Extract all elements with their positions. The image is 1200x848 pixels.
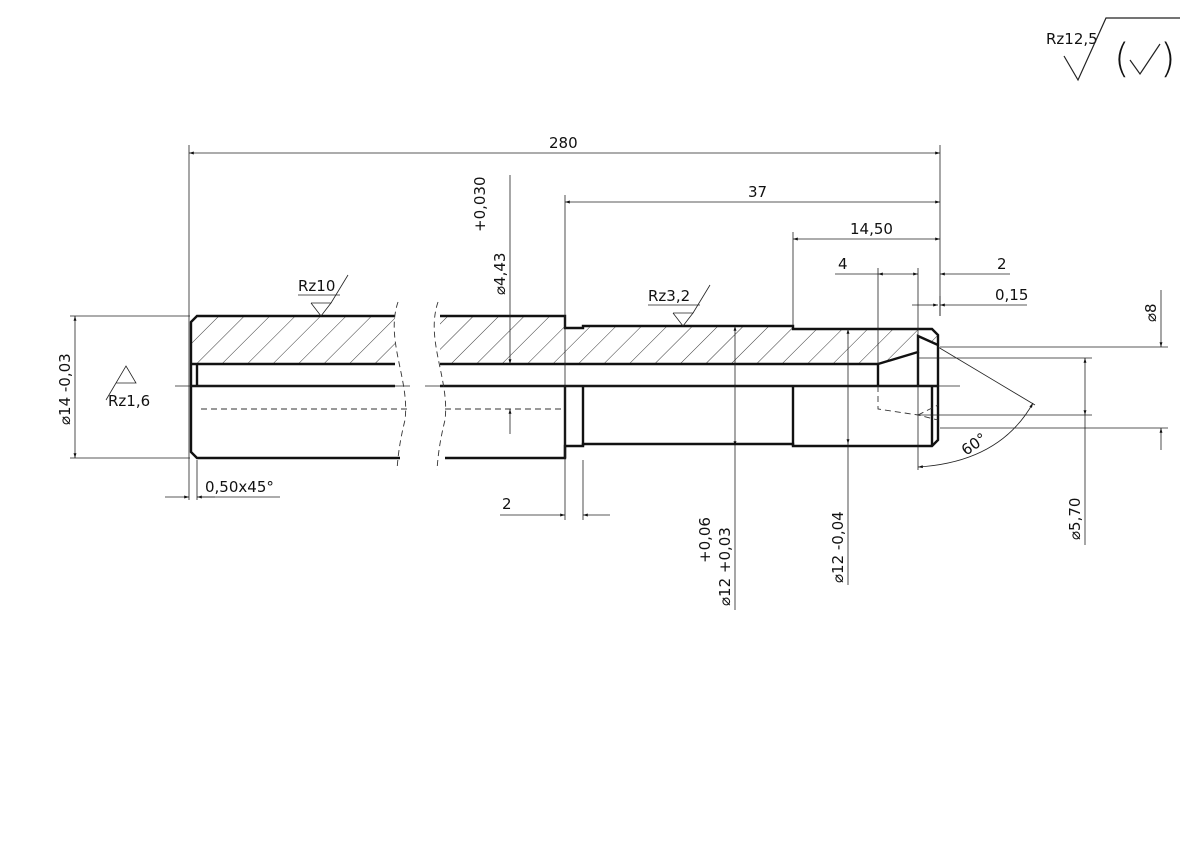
dimension-lines xyxy=(73,151,1163,610)
dim-dia-12-a: ⌀12 +0,03 xyxy=(716,527,734,606)
rz10-label: Rz10 xyxy=(298,277,335,295)
dim-groove-2: 2 xyxy=(502,495,512,513)
dim-2-right: 2 xyxy=(997,255,1007,273)
dim-chamfer: 0,50x45° xyxy=(205,478,274,496)
roughness-rz3-2: Rz3,2 xyxy=(648,284,711,327)
dim-dia-12-b: ⌀12 -0,04 xyxy=(829,511,847,583)
rz3-2-label: Rz3,2 xyxy=(648,287,690,305)
dim-dia-4-43-tol: +0,030 xyxy=(471,176,489,232)
dim-37: 37 xyxy=(748,183,767,201)
dim-0-15: 0,15 xyxy=(995,286,1028,304)
dim-angle-60: 60° xyxy=(958,429,990,459)
paren-open: ( xyxy=(1114,36,1130,82)
dim-dia-14: ⌀14 -0,03 xyxy=(56,353,74,425)
rz1-6-label: Rz1,6 xyxy=(108,392,150,410)
dim-dia-5-70: ⌀5,70 xyxy=(1066,498,1084,540)
dim-4: 4 xyxy=(838,255,848,273)
roughness-rz10: Rz10 xyxy=(298,274,349,317)
dim-dia-8: ⌀8 xyxy=(1142,303,1160,322)
general-roughness-symbol: Rz12,5 ( ) xyxy=(1046,17,1180,82)
dim-280: 280 xyxy=(549,134,578,152)
roughness-rz1-6: Rz1,6 xyxy=(105,365,150,410)
roughness-general-label: Rz12,5 xyxy=(1046,30,1098,48)
dim-dia-4-43: ⌀4,43 xyxy=(491,253,509,295)
paren-close: ) xyxy=(1160,36,1176,82)
dim-14-50: 14,50 xyxy=(850,220,893,238)
dim-dia-12-a-tol: +0,06 xyxy=(696,517,714,563)
dimension-texts: 280 37 14,50 4 2 0,15 2 0,50x45° 60° ⌀14… xyxy=(56,134,1160,606)
